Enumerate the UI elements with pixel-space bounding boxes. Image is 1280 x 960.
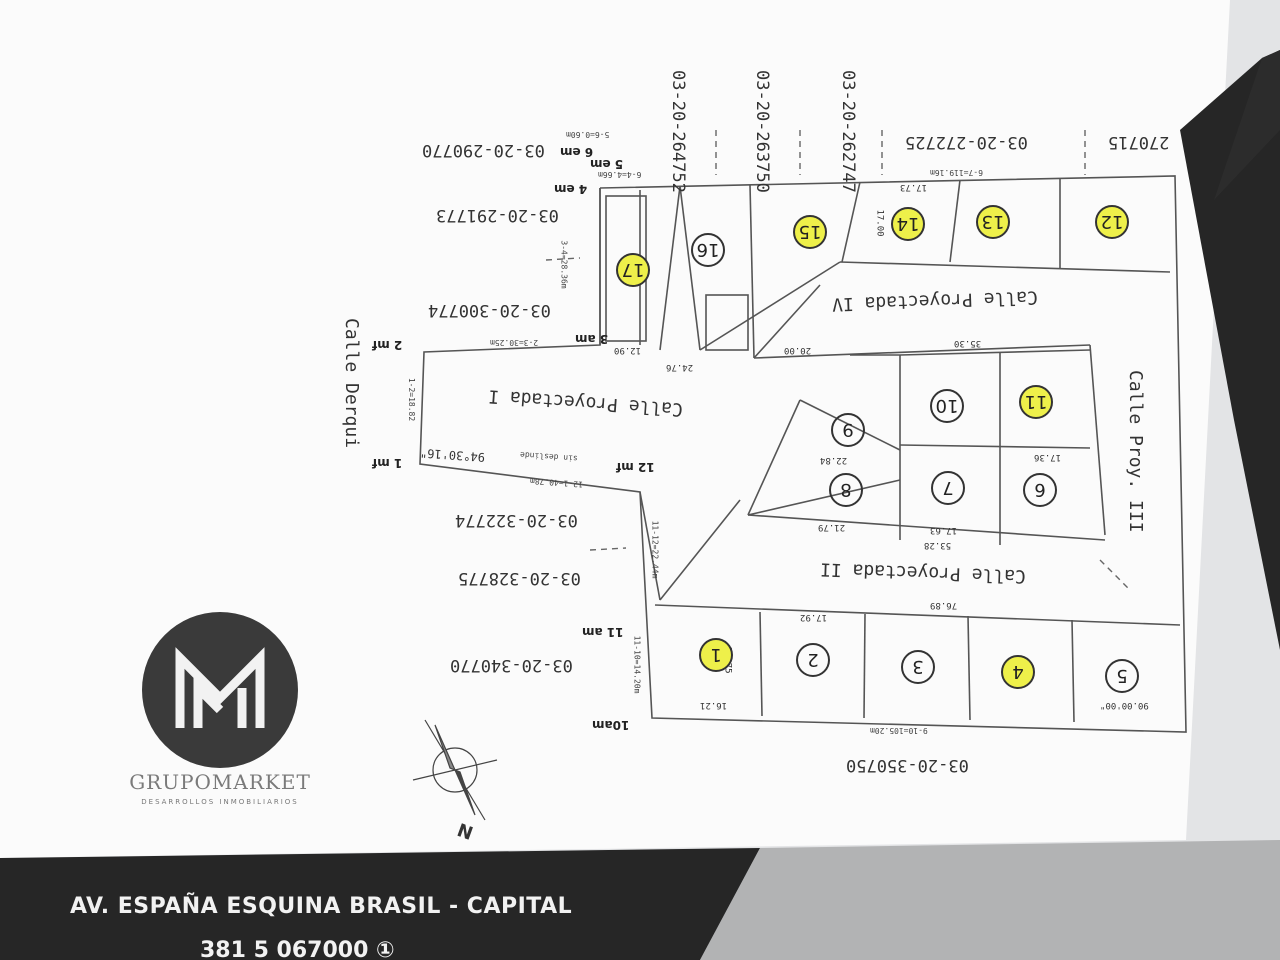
lot-11-marker: 11	[1019, 385, 1053, 419]
dim-label: 16.21	[700, 700, 728, 710]
dim-label: 5-6=0.60m	[566, 130, 610, 139]
lot-15-marker: 15	[793, 215, 827, 249]
lot-10-marker: 10	[930, 389, 964, 423]
dim-label: 3-4=28.36m	[559, 240, 569, 289]
compass-icon	[412, 719, 498, 821]
dim-label: 1-2=18.82	[407, 377, 417, 422]
dim-label: 17.36	[1034, 452, 1062, 462]
left-parcel-3: 03-20-300774	[428, 300, 551, 320]
marker-11: 11 am	[582, 625, 624, 639]
marker-1: 1 mf	[372, 456, 403, 470]
dim-label: 53.28	[924, 540, 952, 550]
dim-label: 17.92	[800, 612, 828, 622]
street-derqui: Calle Derqui	[341, 318, 362, 449]
marker-4: 4 em	[554, 182, 588, 196]
grupomarket-logo	[142, 612, 298, 768]
dim-label: 11-10=14.20m	[632, 635, 642, 694]
top-parcel-5: 270715	[1108, 132, 1170, 152]
lot-3-marker: 3	[901, 650, 935, 684]
marker-3: 3 am	[575, 332, 609, 346]
dim-label: 6-4=4.66m	[598, 170, 642, 179]
brand-tagline: DESARROLLOS INMOBILIARIOS	[141, 798, 299, 806]
plan-outline	[419, 175, 1187, 733]
lot-14-marker: 14	[891, 207, 925, 241]
lot-2-marker: 2	[796, 643, 830, 677]
top-parcel-4: 03-20-272725	[905, 132, 1028, 152]
dim-label: 76.89	[930, 600, 958, 610]
dim-label: 6-7=119.16m	[930, 168, 983, 177]
dim-label: 17.73	[900, 182, 928, 192]
dim-label: 20.00	[784, 345, 812, 355]
street-proy-iii: Calle Proy. III	[1125, 370, 1146, 533]
dim-label: 17.00	[874, 209, 885, 237]
marker-12: 12 mf	[616, 460, 655, 474]
bottom-parcel: 03-20-350750	[846, 755, 969, 775]
top-parcel-1: 03-20-264752	[668, 70, 688, 193]
left-parcel-6: 03-20-340770	[450, 655, 573, 675]
lot-17-marker: 17	[616, 253, 650, 287]
lot-7-marker: 7	[931, 471, 965, 505]
marker-5: 5 em	[590, 157, 624, 171]
footer-phone: 381 5 067000 ①	[200, 938, 395, 960]
dim-label: 22.84	[820, 455, 848, 465]
lot-1-marker: 1	[699, 638, 733, 672]
dim-label: 35.30	[954, 338, 982, 348]
footer-address: AV. ESPAÑA ESQUINA BRASIL - CAPITAL	[70, 894, 573, 919]
lot-16-marker: 16	[691, 233, 725, 267]
marker-2: 2 mf	[372, 338, 403, 352]
top-parcel-3: 03-20-262747	[838, 70, 858, 193]
top-parcel-2: 03-20-263750	[752, 70, 772, 193]
dim-label: 17.63	[930, 525, 958, 535]
brand-block: GRUPOMARKET DESARROLLOS INMOBILIARIOS	[100, 770, 340, 806]
lot-6-marker: 6	[1023, 473, 1057, 507]
lot-13-marker: 13	[976, 205, 1010, 239]
lot-8-marker: 8	[829, 473, 863, 507]
marker-10: 10am	[592, 718, 630, 732]
dim-label: 90.00'00"	[1100, 700, 1149, 710]
left-parcel-1: 03-20-290770	[422, 140, 545, 160]
lot-5-marker: 5	[1105, 659, 1139, 693]
dim-label: 24.76	[666, 362, 694, 372]
dim-label: 12.90	[614, 345, 642, 355]
lot-9-marker: 9	[831, 413, 865, 447]
left-parcel-2: 03-20-291773	[436, 205, 559, 225]
marker-6: 6 em	[560, 145, 594, 159]
dim-label: 21.79	[818, 522, 846, 532]
lot-4-marker: 4	[1001, 655, 1035, 689]
left-parcel-4: 03-20-322774	[455, 510, 578, 530]
dim-label: 11-12=22.44m	[650, 520, 660, 579]
dim-label: 2-3=30.25m	[490, 338, 539, 347]
lot-12-marker: 12	[1095, 205, 1129, 239]
brand-name: GRUPOMARKET	[129, 770, 311, 794]
left-parcel-5: 03-20-328775	[458, 568, 581, 588]
dim-label: 9-10=105.20m	[870, 726, 928, 735]
